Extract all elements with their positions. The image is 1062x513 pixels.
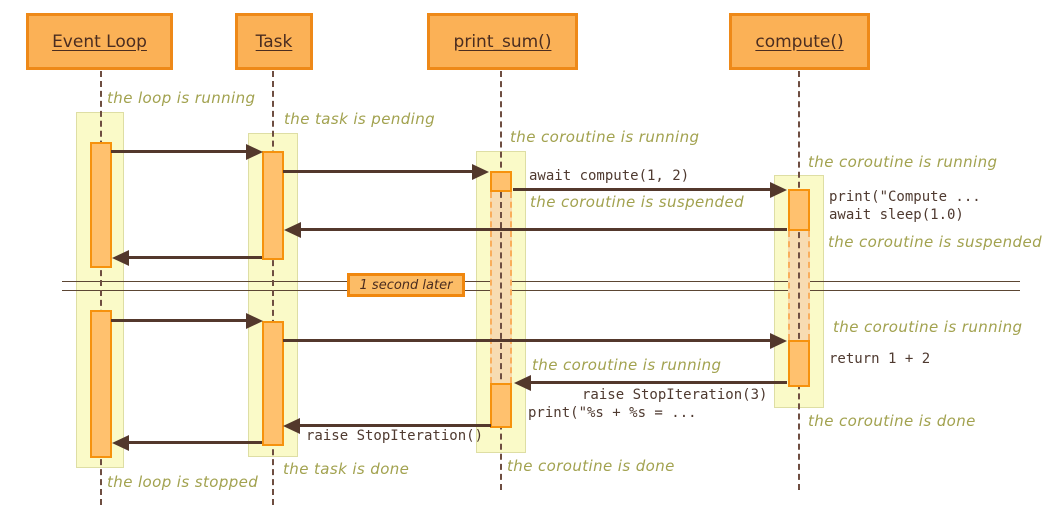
arrow-compute-to-printsum-return bbox=[514, 374, 787, 391]
note-printsum-done: the coroutine is done bbox=[507, 457, 675, 475]
arrow-loop-to-task-2 bbox=[111, 312, 263, 329]
participant-print-sum: print_sum() bbox=[427, 13, 578, 70]
participant-label: compute() bbox=[755, 31, 844, 52]
divider-line bbox=[62, 281, 1020, 291]
arrow-task-to-compute-resume bbox=[283, 332, 787, 349]
arrowhead-icon bbox=[770, 332, 787, 349]
note-loop-stopped: the loop is stopped bbox=[107, 473, 259, 491]
lifeline-event-loop bbox=[100, 71, 102, 505]
printsum-activation-end bbox=[490, 383, 512, 428]
note-task-done: the task is done bbox=[283, 460, 410, 478]
note-compute-done: the coroutine is done bbox=[808, 412, 976, 430]
arrowhead-icon bbox=[112, 434, 129, 451]
code-await-sleep: await sleep(1.0) bbox=[829, 207, 964, 223]
compute-activation-1 bbox=[788, 189, 810, 231]
arrow-compute-to-task-return bbox=[284, 221, 787, 238]
arrowhead-icon bbox=[770, 181, 787, 198]
arrow-task-to-loop-return-2 bbox=[112, 434, 262, 451]
arrow-printsum-to-task-return bbox=[283, 417, 491, 434]
printsum-activation-start bbox=[490, 171, 512, 192]
note-loop-running: the loop is running bbox=[107, 89, 256, 107]
lifeline-compute bbox=[798, 71, 800, 490]
code-raise-stopiteration: raise StopIteration() bbox=[306, 428, 484, 444]
arrow-printsum-to-compute bbox=[513, 181, 787, 198]
arrowhead-icon bbox=[283, 417, 300, 434]
participant-task: Task bbox=[235, 13, 313, 70]
compute-activation-2 bbox=[788, 340, 810, 387]
code-print-compute: print("Compute ... bbox=[829, 189, 981, 205]
lifeline-print-sum bbox=[500, 71, 502, 490]
eventloop-activation-1 bbox=[90, 142, 112, 268]
note-printsum-suspended: the coroutine is suspended bbox=[530, 193, 745, 211]
note-task-pending: the task is pending bbox=[284, 110, 436, 128]
participant-label: Event Loop bbox=[52, 31, 147, 52]
participant-compute: compute() bbox=[729, 13, 870, 70]
lifeline-task bbox=[272, 71, 274, 505]
arrowhead-icon bbox=[246, 312, 263, 329]
participant-event-loop: Event Loop bbox=[26, 13, 173, 70]
arrowhead-icon bbox=[514, 374, 531, 391]
arrowhead-icon bbox=[112, 249, 129, 266]
eventloop-activation-2 bbox=[90, 310, 112, 458]
code-return-sum: return 1 + 2 bbox=[829, 351, 931, 367]
participant-label: print_sum() bbox=[453, 31, 552, 52]
divider-label: 1 second later bbox=[359, 277, 453, 293]
arrow-task-to-loop-return-1 bbox=[112, 249, 262, 266]
code-raise-stopiteration-3: raise StopIteration(3) bbox=[582, 387, 768, 403]
code-await-compute: await compute(1, 2) bbox=[529, 168, 690, 184]
code-print-result: print("%s + %s = ... bbox=[528, 405, 697, 421]
arrowhead-icon bbox=[472, 163, 489, 180]
task-activation-2 bbox=[262, 321, 284, 446]
participant-label: Task bbox=[255, 31, 293, 52]
arrowhead-icon bbox=[284, 221, 301, 238]
arrowhead-icon bbox=[246, 143, 263, 160]
note-compute-running-2: the coroutine is running bbox=[833, 318, 1023, 336]
task-activation-1 bbox=[262, 151, 284, 260]
arrow-task-to-printsum bbox=[283, 163, 489, 180]
divider-label-box: 1 second later bbox=[347, 273, 465, 297]
note-compute-suspended: the coroutine is suspended bbox=[828, 233, 1043, 251]
note-compute-running-1: the coroutine is running bbox=[808, 153, 998, 171]
note-printsum-running-2: the coroutine is running bbox=[532, 356, 722, 374]
note-printsum-running-1: the coroutine is running bbox=[510, 128, 700, 146]
arrow-loop-to-task-1 bbox=[111, 143, 263, 160]
